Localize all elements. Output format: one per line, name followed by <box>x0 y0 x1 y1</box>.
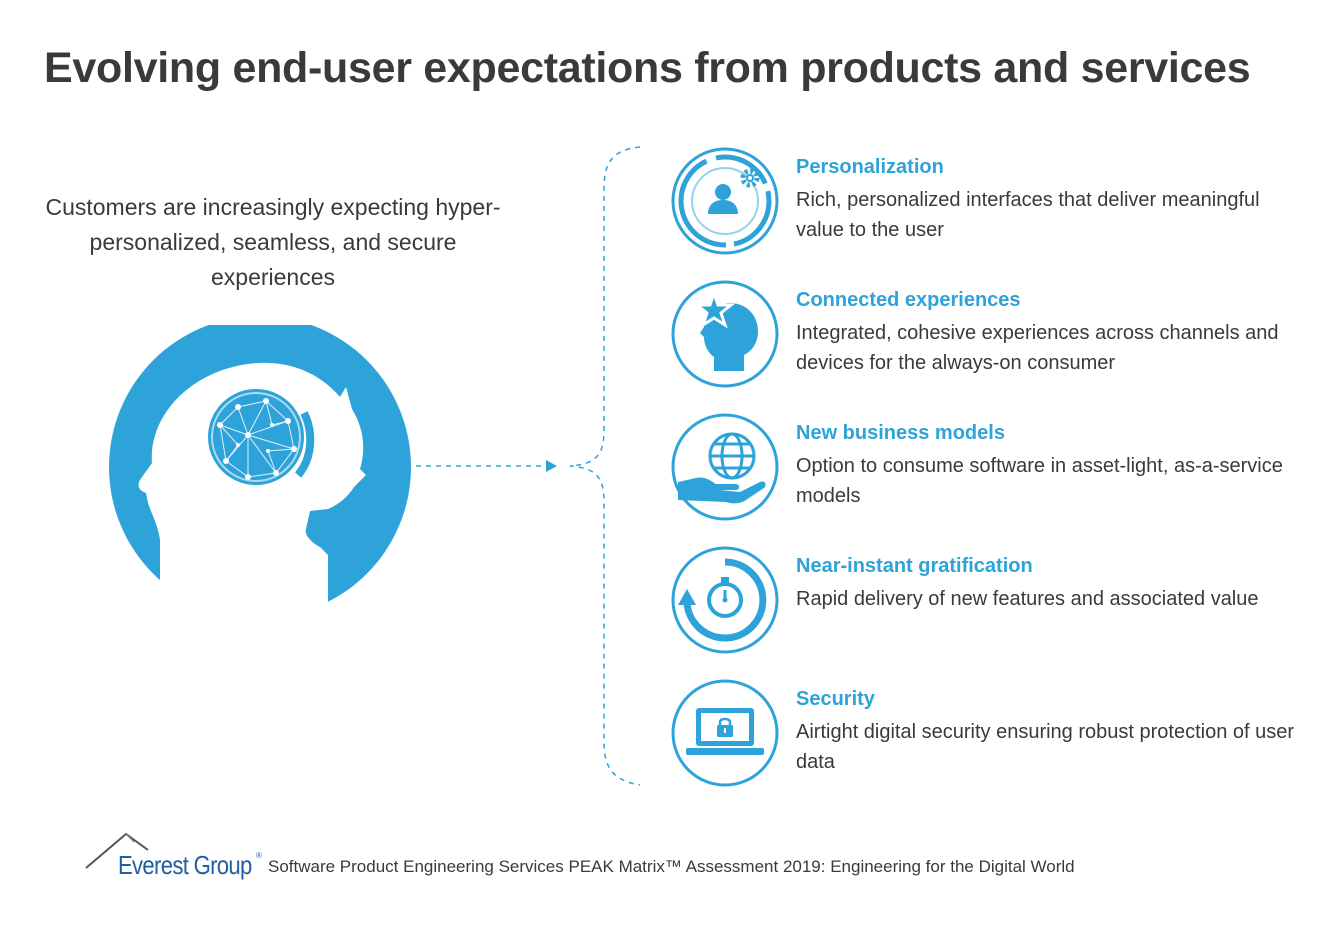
head-star-icon <box>671 280 779 388</box>
list-item-new-business-models: New business models Option to consume so… <box>670 412 1330 522</box>
item-description: Option to consume software in asset-ligh… <box>796 455 1283 507</box>
registered-mark: ® <box>256 851 262 860</box>
mountain-logo-icon <box>85 832 149 869</box>
item-title: Personalization <box>796 156 944 178</box>
item-title: Security <box>796 688 875 710</box>
page-title: Evolving end-user expectations from prod… <box>44 44 1251 92</box>
item-title: New business models <box>796 422 1005 444</box>
everest-group-logo: Everest Group <box>118 850 252 880</box>
footer-source-text: Software Product Engineering Services PE… <box>268 857 1075 876</box>
stopwatch-refresh-icon <box>671 546 779 654</box>
intro-text: Customers are increasingly expecting hyp… <box>45 194 501 290</box>
footer: Everest Group ® Software Product Enginee… <box>84 830 1284 880</box>
item-description: Integrated, cohesive experiences across … <box>796 322 1279 374</box>
list-item-connected-experiences: Connected experiences Integrated, cohesi… <box>670 279 1330 389</box>
hand-globe-icon <box>671 413 779 521</box>
ai-head-icon <box>109 325 411 609</box>
list-item-personalization: Personalization Rich, personalized inter… <box>670 146 1330 256</box>
list-item-near-instant-gratification: Near-instant gratification Rapid deliver… <box>670 545 1330 655</box>
list-item-security: Security Airtight digital security ensur… <box>670 678 1330 788</box>
item-description: Airtight digital security ensuring robus… <box>796 721 1295 773</box>
laptop-lock-icon <box>671 679 779 787</box>
item-title: Connected experiences <box>796 289 1021 311</box>
item-description: Rich, personalized interfaces that deliv… <box>796 189 1260 241</box>
item-description: Rapid delivery of new features and assoc… <box>796 588 1259 610</box>
user-gear-icon <box>671 147 779 255</box>
item-title: Near-instant gratification <box>796 555 1033 577</box>
